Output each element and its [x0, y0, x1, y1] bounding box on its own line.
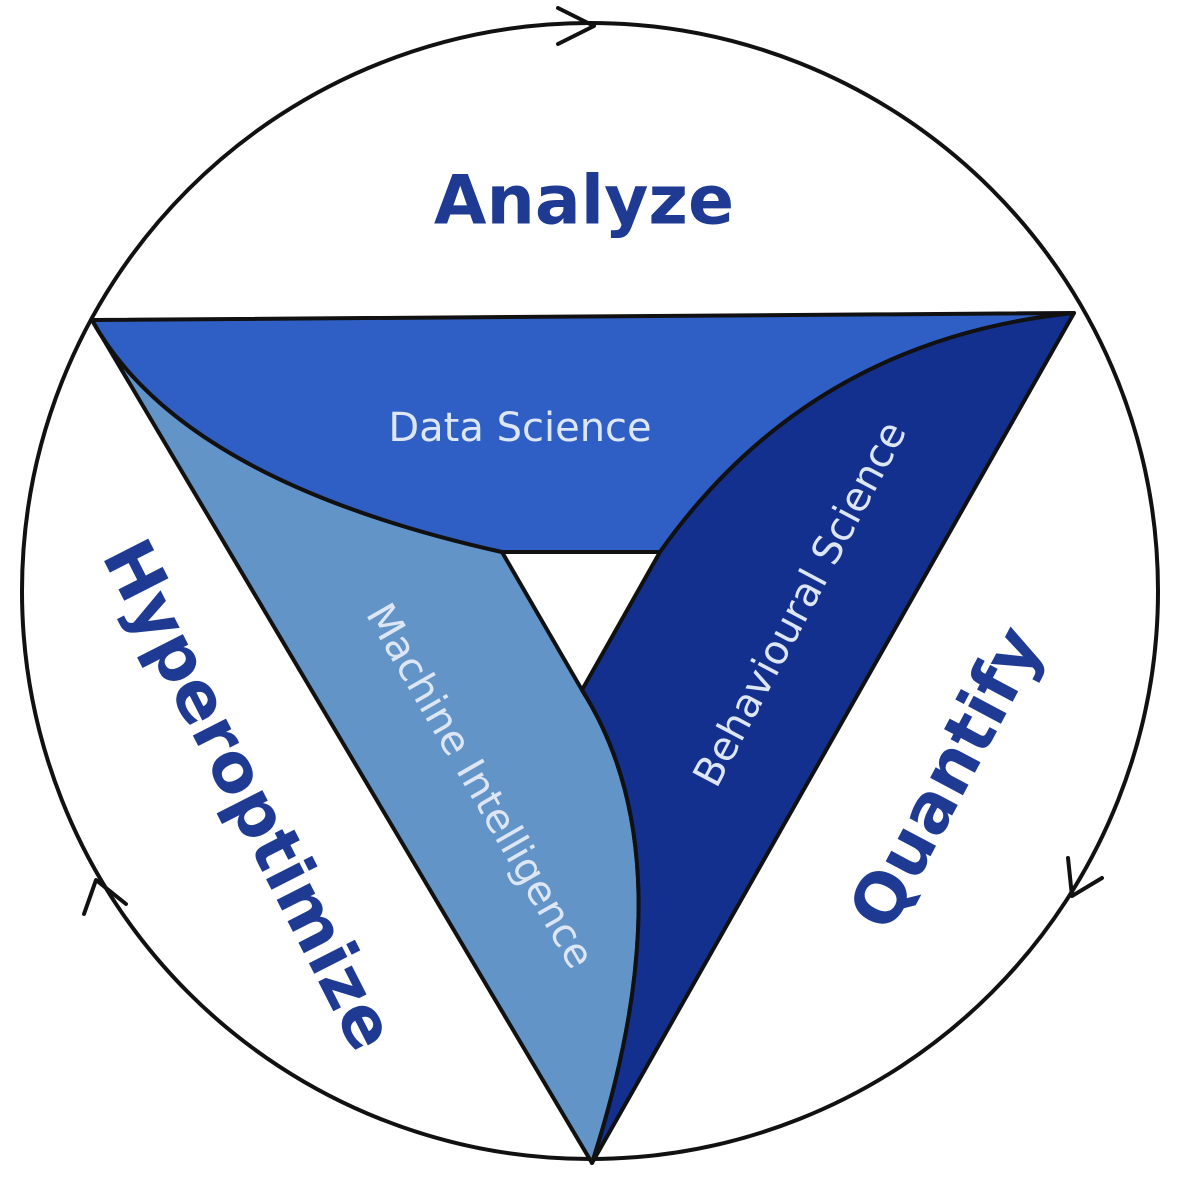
stage-label-analyze: Analyze [434, 162, 734, 241]
cycle-arrow-top-icon [556, 6, 596, 46]
segment-behavioural-science [580, 311, 1076, 1165]
cycle-arrow-right-icon [1066, 856, 1104, 898]
cycle-arrow-left-icon [82, 878, 128, 916]
segment-label-data-science: Data Science [388, 405, 651, 451]
